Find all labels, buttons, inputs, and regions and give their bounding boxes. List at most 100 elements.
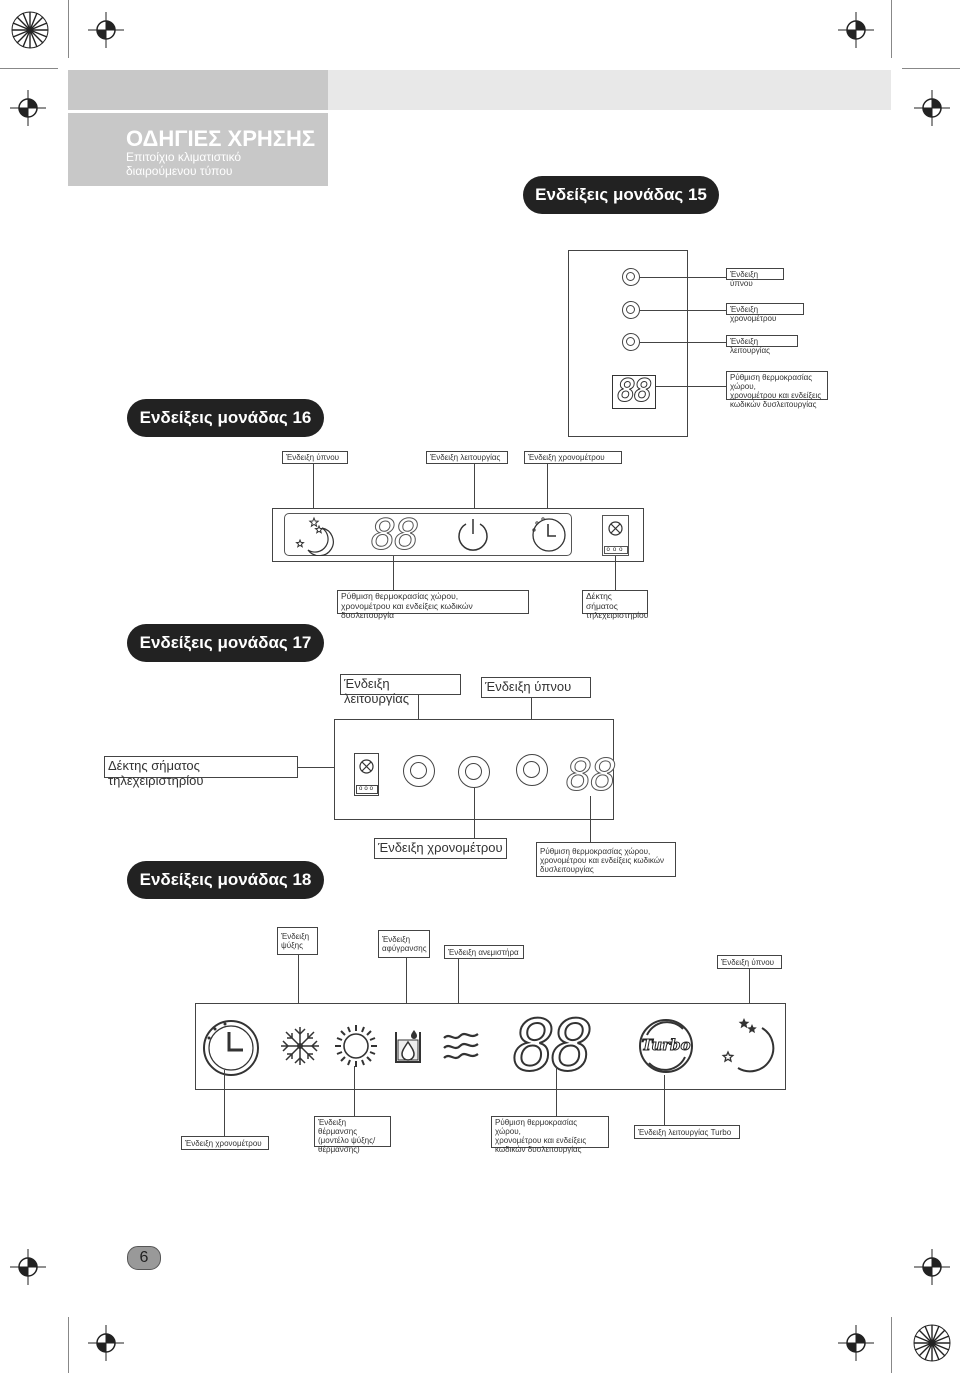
leader-line (406, 958, 407, 1028)
unit-18-cool-label-1: Ένδειξη (281, 932, 310, 941)
unit-15-display: 88 (616, 373, 652, 410)
unit-18-heat-label: Ένδειξη θέρμανσης (μοντέλο ψύξης/ θέρμαν… (314, 1116, 391, 1154)
leader-line (458, 959, 459, 1031)
unit-16-receiver-box (602, 515, 629, 556)
unit-17-operation-led (403, 755, 435, 787)
unit-18-fan-label: Ένδειξη ανεμιστήρα (444, 945, 524, 959)
unit-15-temp-label-2: χρονομέτρου και ενδείξεις (730, 391, 822, 400)
unit-16-receiver-label-1: Δέκτης σήματος (586, 591, 618, 611)
fan-wind-icon (443, 1032, 479, 1060)
leader-line (298, 767, 354, 768)
unit-15-operation-label: Ένδειξη λειτουργίας (726, 335, 798, 355)
header-title: ΟΔΗΓΙΕΣ ΧΡΗΣΗΣ (126, 126, 316, 151)
unit-18-dry-label-2: αφύγρανσης (382, 944, 427, 953)
unit-17-receiver-label: Δέκτης σήματος τηλεχειριστηρίου (104, 756, 298, 788)
unit-16-panel (272, 508, 644, 562)
page-number: 6 (127, 1246, 161, 1270)
unit-18-turbo-label: Ένδειξη λειτουργίας Turbo (634, 1125, 740, 1139)
registration-mark-icon (88, 1325, 124, 1361)
unit-17-timer-led (458, 756, 490, 788)
unit-17-receiver-leds: ooo (356, 785, 378, 794)
unit-16-receiver-leds: ooo (604, 546, 628, 554)
registration-mark-icon (914, 1249, 950, 1285)
unit-16-display: 88 (371, 510, 421, 559)
leader-line (590, 796, 591, 842)
leader-line (749, 969, 750, 1021)
unit-17-display: 88 (566, 750, 618, 801)
leader-line (224, 1070, 225, 1136)
sun-icon (335, 1025, 377, 1067)
crop-mark (0, 68, 58, 69)
registration-mark-icon (838, 12, 874, 48)
power-icon (458, 519, 488, 551)
unit-15-temp-label-3: κωδικών δυσλειτουργίας (730, 400, 817, 409)
unit-15-sleep-led (622, 268, 640, 286)
receiver-sensor-icon (608, 521, 623, 536)
registration-mark-icon (10, 1249, 46, 1285)
registration-mark-icon (914, 90, 950, 126)
unit-15-timer-led (622, 301, 640, 319)
unit-17-receiver-box (354, 753, 379, 796)
unit-16-temp-label-2: χρονομέτρου και ενδείξεις κωδικών δυσλει… (341, 600, 473, 620)
leader-line (298, 955, 299, 1025)
unit-18-timer-label: Ένδειξη χρονομέτρου (181, 1136, 269, 1150)
unit-18-heat-label-1: Ένδειξη θέρμανσης (318, 1118, 358, 1136)
unit-15-temp-label: Ρύθμιση θερμοκρασίας χώρου, χρονομέτρου … (726, 371, 828, 409)
crop-mark (891, 0, 892, 58)
unit-16-heading: Ενδείξεις μονάδας 16 (127, 399, 324, 437)
unit-18-dry-label: Ένδειξη αφύγρανσης (378, 930, 430, 958)
leader-line (656, 386, 726, 387)
unit-16-sleep-label: Ένδειξη ύπνου (282, 451, 348, 464)
unit-15-operation-led (622, 333, 640, 351)
leader-line (474, 464, 475, 518)
unit-18-dry-label-1: Ένδειξη (382, 935, 411, 944)
unit-16-temp-label: Ρύθμιση θερμοκρασίας χώρου, χρονομέτρου … (337, 590, 529, 620)
leader-line (547, 464, 548, 539)
crop-mark (902, 68, 960, 69)
unit-18-heat-label-3: θέρμανσης) (318, 1145, 360, 1154)
unit-17-operation-label: Ένδειξη λειτουργίας (340, 674, 461, 706)
header-block (68, 70, 328, 186)
crop-mark (68, 0, 69, 58)
unit-18-cool-label: Ένδειξη ψύξης (277, 927, 318, 955)
unit-16-receiver-label-2: τηλεχειριστηρίου (586, 610, 649, 620)
unit-17-temp-label-3: δυσλειτουργίας (540, 865, 594, 874)
unit-15-heading: Ενδείξεις μονάδας 15 (523, 176, 719, 214)
unit-18-heading: Ενδείξεις μονάδας 18 (127, 861, 324, 899)
crop-mark (68, 1317, 69, 1373)
header-bar (328, 70, 891, 110)
registration-mark-icon (838, 1325, 874, 1361)
leader-line (474, 788, 475, 838)
crop-mark (891, 1317, 892, 1373)
unit-15-display-frame (612, 375, 656, 409)
moon-star-icon (721, 1018, 775, 1073)
unit-17-heading: Ενδείξεις μονάδας 17 (127, 624, 324, 662)
unit-15-temp-label-1: Ρύθμιση θερμοκρασίας χώρου, (730, 373, 813, 391)
unit-18-temp-label-3: κωδικών δυσλειτουργίας (495, 1145, 582, 1154)
water-drop-icon (395, 1030, 421, 1063)
unit-15-sleep-label: Ένδειξη ύπνου (726, 268, 784, 288)
unit-17-temp-label-2: χρονομέτρου και ενδείξεις κωδικών (540, 856, 665, 865)
unit-18-temp-label-1: Ρύθμιση θερμοκρασίας χώρου, (495, 1118, 578, 1136)
leader-line (313, 464, 314, 520)
leader-line (640, 342, 726, 343)
leader-line (556, 1066, 557, 1116)
unit-18-temp-label: Ρύθμιση θερμοκρασίας χώρου, χρονομέτρου … (491, 1116, 609, 1154)
unit-17-timer-label: Ένδειξη χρονομέτρου (374, 838, 507, 859)
unit-17-temp-label: Ρύθμιση θερμοκρασίας χώρου, χρονομέτρου … (536, 842, 676, 877)
header-subtitle-1: Επιτοίχιο κλιματιστικό (126, 150, 242, 164)
unit-16-operation-label: Ένδειξη λειτουργίας (426, 451, 508, 464)
unit-17-sleep-led (516, 754, 548, 786)
unit-18-temp-label-2: χρονομέτρου και ενδείξεις (495, 1136, 587, 1145)
registration-mark-icon (913, 1324, 951, 1362)
unit-17-sleep-label: Ένδειξη ύπνου (481, 677, 591, 698)
clock-icon (532, 517, 566, 552)
leader-line (615, 556, 616, 590)
unit-16-temp-label-1: Ρύθμιση θερμοκρασίας χώρου, (341, 591, 459, 601)
leader-line (664, 1075, 665, 1125)
registration-mark-icon (11, 11, 49, 49)
header-subtitle-2: διαιρούμενου τύπου (126, 164, 233, 178)
registration-mark-icon (88, 12, 124, 48)
turbo-icon (639, 1019, 693, 1073)
turbo-text: Turbo (641, 1036, 691, 1055)
